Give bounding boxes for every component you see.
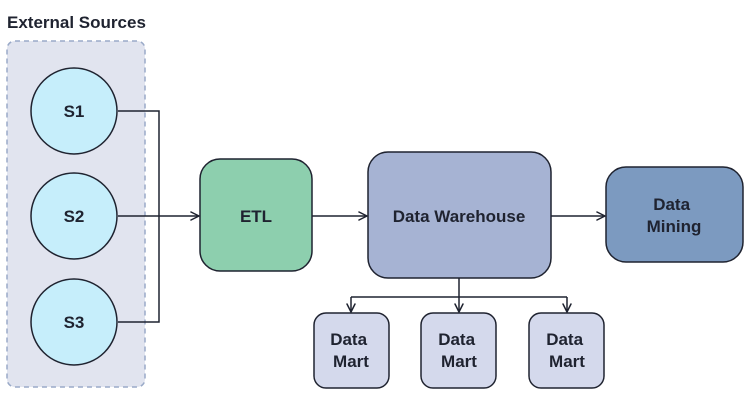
source-label: S2 (64, 207, 85, 226)
source-label: S3 (64, 313, 85, 332)
data-mining-node: Data Mining (605, 166, 744, 263)
data-warehouse-label: Data Warehouse (393, 207, 526, 226)
data-mart-node-2: Data Mart (420, 312, 497, 389)
data-mining-label: Data Mining (647, 195, 702, 236)
source-label: S1 (64, 102, 85, 121)
data-mart-node-3: Data Mart (528, 312, 605, 389)
source-node-s1: S1 (30, 67, 118, 155)
etl-label: ETL (240, 207, 272, 226)
source-node-s2: S2 (30, 172, 118, 260)
data-mart-label: Data Mart (546, 330, 588, 371)
data-mart-label: Data Mart (330, 330, 372, 371)
data-mart-node-1: Data Mart (313, 312, 390, 389)
data-mart-label: Data Mart (438, 330, 480, 371)
data-warehouse-node: Data Warehouse (367, 151, 552, 279)
group-title: External Sources (7, 13, 146, 32)
etl-node: ETL (199, 158, 313, 272)
connectors (118, 110, 606, 323)
data-mining-label-line-1: Data (653, 195, 690, 214)
data-mining-label-line-2: Mining (647, 217, 702, 236)
source-node-s3: S3 (30, 278, 118, 366)
